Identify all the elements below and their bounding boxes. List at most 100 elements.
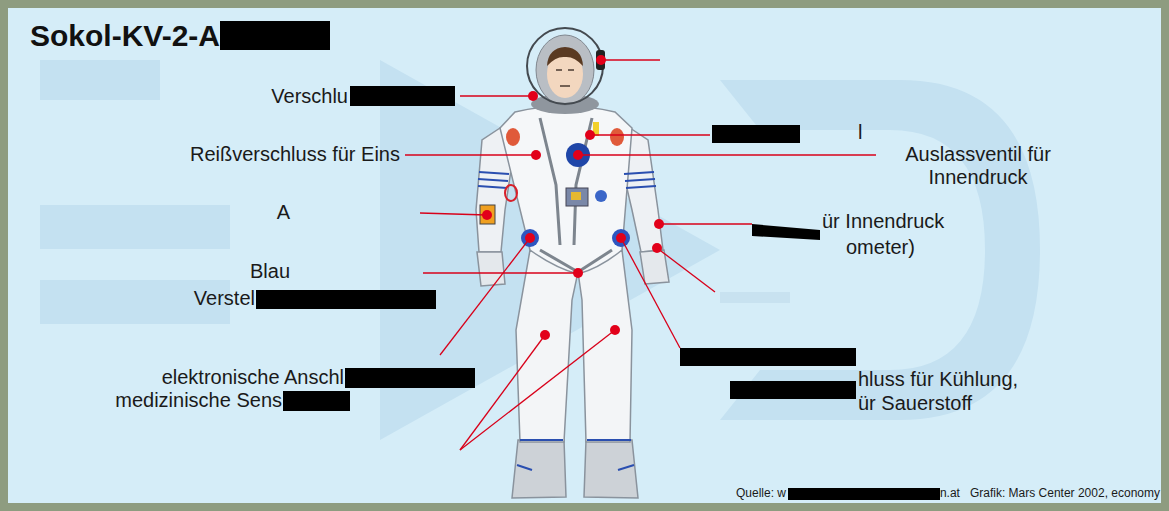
part-label: Verstel bbox=[194, 287, 255, 310]
callout-dot bbox=[525, 233, 535, 243]
facial-features bbox=[556, 70, 574, 86]
redaction-box bbox=[730, 381, 856, 399]
stripe bbox=[618, 465, 634, 470]
callout-dot bbox=[573, 268, 583, 278]
leader-line bbox=[460, 95, 533, 96]
eye bbox=[568, 69, 574, 71]
leader-line bbox=[420, 213, 487, 215]
part-label: l bbox=[858, 121, 862, 144]
part-label: ür Innendruck bbox=[822, 210, 944, 233]
part-label: ür Sauerstoff bbox=[858, 392, 972, 415]
mouth bbox=[560, 85, 570, 87]
arm-stripes bbox=[478, 172, 656, 470]
callout-dot bbox=[540, 330, 550, 340]
control-panel-detail bbox=[571, 192, 581, 200]
hair bbox=[547, 47, 583, 66]
callout-dot bbox=[482, 210, 492, 220]
callout-dot bbox=[652, 243, 662, 253]
part-label: medizinische Sens bbox=[115, 389, 282, 412]
watermark-bar bbox=[40, 60, 160, 100]
part-label: elektronische Anschl bbox=[162, 366, 344, 389]
boot bbox=[512, 440, 566, 498]
redaction-box bbox=[788, 488, 940, 500]
arm-patch bbox=[505, 185, 517, 201]
leader-line bbox=[578, 154, 876, 155]
boot bbox=[584, 440, 638, 498]
redaction-box bbox=[220, 21, 330, 50]
redaction-box bbox=[350, 86, 455, 106]
watermark-bar bbox=[40, 205, 230, 249]
stripe bbox=[517, 465, 532, 470]
redaction-box bbox=[256, 290, 436, 309]
source-note: n.at Grafik: Mars Center 2002, economy bbox=[940, 487, 1160, 501]
shoulder-patch bbox=[506, 128, 520, 146]
callout-dot bbox=[616, 233, 626, 243]
stripe bbox=[625, 179, 655, 181]
redaction-box bbox=[712, 125, 800, 143]
leader-line bbox=[440, 238, 530, 355]
callout-dot bbox=[596, 55, 606, 65]
part-label: A bbox=[277, 201, 290, 224]
part-label: Auslassventil für Innendruck bbox=[880, 143, 1076, 189]
leader-line bbox=[405, 154, 536, 155]
redactions bbox=[220, 21, 940, 500]
stripe bbox=[478, 179, 508, 181]
hood bbox=[536, 35, 594, 105]
torso bbox=[500, 106, 632, 274]
glove bbox=[477, 252, 505, 286]
strap bbox=[540, 118, 560, 245]
headset bbox=[596, 50, 605, 70]
chest-patch bbox=[595, 190, 607, 202]
eye bbox=[556, 69, 562, 71]
stripe bbox=[520, 439, 563, 441]
stripe bbox=[626, 186, 656, 188]
part-label: ometer) bbox=[846, 236, 915, 259]
leader-line bbox=[659, 223, 752, 224]
diagram-title: Sokol-KV-2-A bbox=[30, 19, 220, 52]
leader-line bbox=[590, 134, 710, 135]
arm-mirror bbox=[480, 205, 495, 224]
part-label: Verschlu bbox=[271, 85, 348, 108]
redaction-box bbox=[283, 391, 350, 411]
leader-line bbox=[657, 248, 715, 292]
leader-line bbox=[460, 330, 615, 450]
leader-line bbox=[460, 335, 545, 450]
panel-ground bbox=[8, 8, 1161, 503]
helmet-ring bbox=[527, 28, 603, 104]
stripe bbox=[478, 186, 507, 188]
stripe bbox=[479, 172, 509, 174]
redaction-box bbox=[345, 368, 475, 388]
callout-dot bbox=[610, 325, 620, 335]
leader-line bbox=[621, 238, 680, 348]
source-note: Quelle: w bbox=[736, 487, 786, 501]
hose-connector bbox=[612, 229, 630, 247]
stripe bbox=[587, 439, 631, 441]
callout-dots bbox=[482, 55, 664, 340]
faded-label bbox=[720, 292, 790, 303]
leader-line bbox=[423, 272, 578, 273]
leg bbox=[578, 250, 632, 442]
hose-connector bbox=[521, 229, 539, 247]
callout-dot bbox=[654, 219, 664, 229]
harness bbox=[540, 118, 612, 272]
part-label: Blau bbox=[250, 260, 290, 283]
part-label: hluss für Kühlung, bbox=[858, 368, 1018, 391]
glove bbox=[640, 250, 669, 284]
redaction-box bbox=[752, 224, 820, 240]
leader-lines bbox=[405, 60, 876, 450]
shoulder-patch bbox=[610, 128, 624, 146]
redaction-box bbox=[680, 348, 856, 366]
leg bbox=[516, 250, 578, 442]
callout-dot bbox=[585, 130, 595, 140]
callout-dot bbox=[573, 150, 583, 160]
callout-dot bbox=[531, 150, 541, 160]
part-label: Reißverschluss für Eins bbox=[190, 143, 400, 166]
spacesuit bbox=[476, 106, 669, 498]
leader-line bbox=[601, 59, 660, 60]
callout-dot bbox=[528, 91, 538, 101]
stripe bbox=[624, 172, 654, 174]
control-panel bbox=[566, 188, 588, 206]
